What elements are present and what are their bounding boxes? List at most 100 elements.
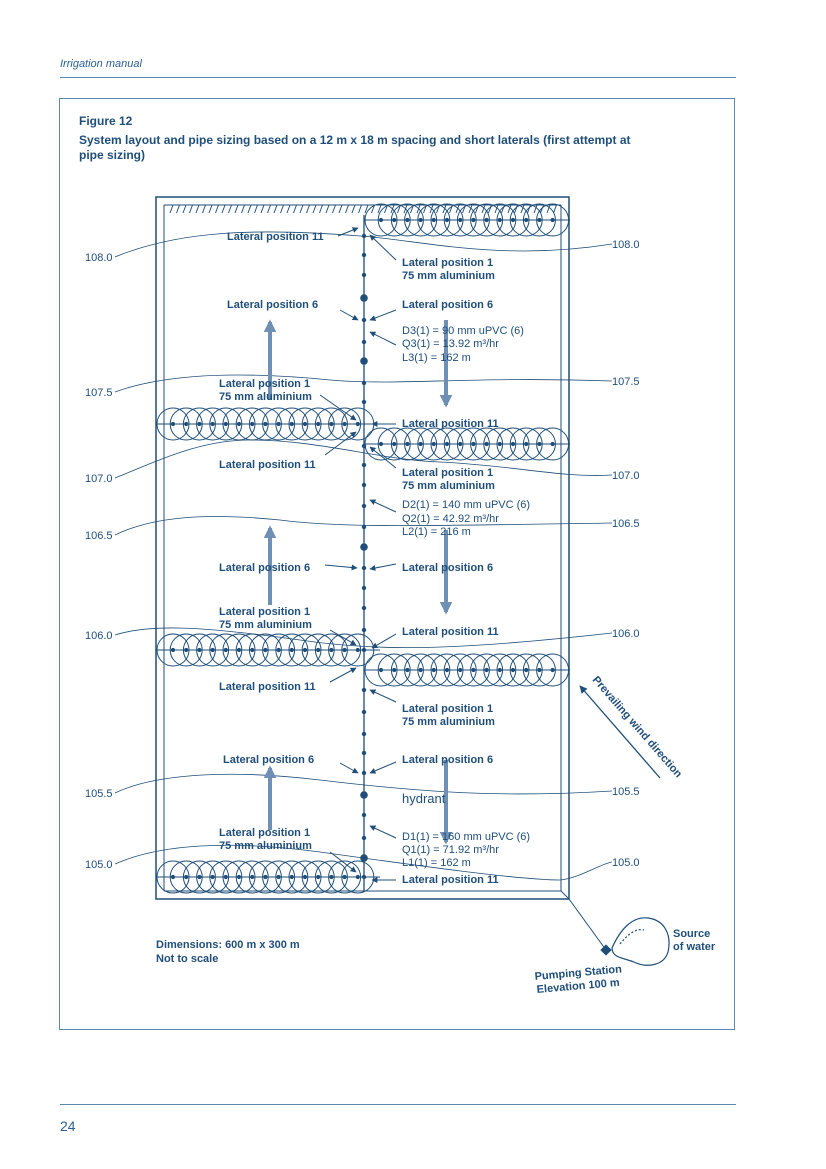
sprinkler-wetted-circle — [301, 860, 335, 894]
sprinkler-wetted-circle — [156, 633, 190, 667]
sprinkler-head — [302, 874, 308, 880]
sprinkler-head — [537, 441, 542, 447]
sprinkler-wetted-circle — [209, 407, 243, 441]
hatch-mark — [507, 204, 512, 214]
sprinkler-wetted-circle — [182, 407, 216, 441]
hydrant-marker — [360, 791, 368, 799]
sprinkler-head — [510, 667, 516, 673]
sprinkler-head — [405, 667, 410, 673]
label-lateral-6: Lateral position 6 — [402, 562, 493, 574]
sprinkler-wetted-circle — [301, 407, 335, 441]
sprinkler-wetted-circle — [496, 653, 530, 687]
sprinkler-wetted-circle — [377, 203, 411, 237]
pipe-q3: Q3(1) = 13.92 m³/hr — [402, 338, 499, 350]
hatch-mark — [286, 204, 291, 214]
label-lateral-6: Lateral position 6 — [223, 754, 314, 766]
sprinkler-wetted-circle — [248, 860, 282, 894]
sprinkler-lateral — [156, 860, 380, 894]
sprinkler-wetted-circle — [404, 653, 438, 687]
label-lateral-11: Lateral position 11 — [219, 681, 316, 693]
valve-marker — [361, 252, 367, 258]
hatch-mark — [293, 204, 297, 214]
label-lateral-11: Lateral position 11 — [402, 626, 499, 638]
label-lateral-1: Lateral position 1 — [219, 606, 310, 618]
sprinkler-head — [355, 647, 360, 653]
sprinkler-head — [223, 874, 228, 880]
label-lateral-11: Lateral position 11 — [402, 418, 499, 430]
hatch-mark — [540, 204, 544, 214]
hatch-mark — [189, 204, 193, 214]
sprinkler-head — [289, 421, 294, 427]
hydrant-marker — [360, 357, 368, 365]
sprinkler-head — [355, 874, 360, 880]
sprinkler-wetted-circle — [248, 633, 282, 667]
sprinkler-wetted-circle — [209, 860, 243, 894]
sprinkler-head — [392, 217, 397, 223]
sprinkler-wetted-circle — [390, 203, 424, 237]
sprinkler-wetted-circle — [522, 203, 556, 237]
sprinkler-wetted-circle — [470, 653, 504, 687]
sprinkler-head — [210, 647, 215, 653]
sprinkler-head — [405, 217, 410, 223]
sprinkler-wetted-circle — [509, 427, 543, 461]
sprinkler-wetted-circle — [328, 860, 362, 894]
valve-marker — [361, 524, 367, 530]
sprinkler-wetted-circle — [430, 203, 464, 237]
sprinkler-wetted-circle — [222, 633, 256, 667]
sprinkler-wetted-circle — [301, 633, 335, 667]
hatch-mark — [527, 204, 531, 214]
sprinkler-head — [444, 441, 450, 447]
sprinkler-head — [378, 667, 384, 673]
label-aluminium: 75 mm aluminium — [402, 270, 495, 282]
sprinkler-wetted-circle — [522, 427, 556, 461]
elevation-label: 107.0 — [612, 470, 640, 482]
hatch-mark — [312, 204, 317, 214]
sprinkler-wetted-circle — [364, 653, 398, 687]
sprinkler-wetted-circle — [536, 203, 570, 237]
figure-frame — [59, 98, 735, 1030]
sprinkler-head — [378, 441, 384, 447]
sprinkler-wetted-circle — [377, 653, 411, 687]
sprinkler-head — [302, 647, 308, 653]
sprinkler-head — [184, 421, 189, 427]
sprinkler-wetted-circle — [156, 407, 190, 441]
hatch-mark — [325, 204, 330, 214]
label-aluminium: 75 mm aluminium — [402, 716, 495, 728]
sprinkler-head — [250, 647, 255, 653]
label-hydrant: hydrant — [402, 791, 446, 806]
label-lateral-6: Lateral position 6 — [402, 299, 493, 311]
hatch-mark — [546, 204, 551, 214]
sprinkler-head — [236, 421, 242, 427]
elevation-label: 106.0 — [612, 628, 640, 640]
sprinkler-wetted-circle — [509, 203, 543, 237]
sprinkler-wetted-circle — [522, 653, 556, 687]
elevation-label: 107.0 — [85, 473, 113, 485]
hatch-mark — [241, 204, 245, 214]
sprinkler-wetted-circle — [328, 633, 362, 667]
label-lateral-11: Lateral position 11 — [402, 874, 499, 886]
running-header: Irrigation manual — [60, 58, 142, 70]
sprinkler-wetted-circle — [470, 427, 504, 461]
sprinkler-head — [302, 421, 308, 427]
sprinkler-head — [418, 441, 423, 447]
sprinkler-wetted-circle — [262, 407, 296, 441]
lateral-movement-arrows — [263, 319, 453, 845]
elevation-label: 105.5 — [85, 788, 113, 800]
sprinkler-head — [550, 217, 555, 223]
source-label: Source — [673, 928, 710, 940]
sprinkler-wetted-circle — [456, 427, 490, 461]
sprinkler-wetted-circle — [169, 407, 203, 441]
wind-direction-label: Prevailing wind direction — [590, 674, 685, 780]
figure-title: System layout and pipe sizing based on a… — [79, 133, 631, 162]
hatch-mark — [371, 204, 375, 214]
sprinkler-wetted-circle — [182, 633, 216, 667]
valve-marker — [361, 750, 367, 756]
hatch-mark — [345, 204, 349, 214]
hatch-mark — [455, 204, 460, 214]
label-lateral-1: Lateral position 1 — [219, 827, 310, 839]
sprinkler-head — [471, 667, 476, 673]
hatch-mark — [247, 204, 252, 214]
sprinkler-head — [289, 647, 294, 653]
sprinkler-head — [471, 217, 476, 223]
sprinkler-wetted-circle — [456, 203, 490, 237]
